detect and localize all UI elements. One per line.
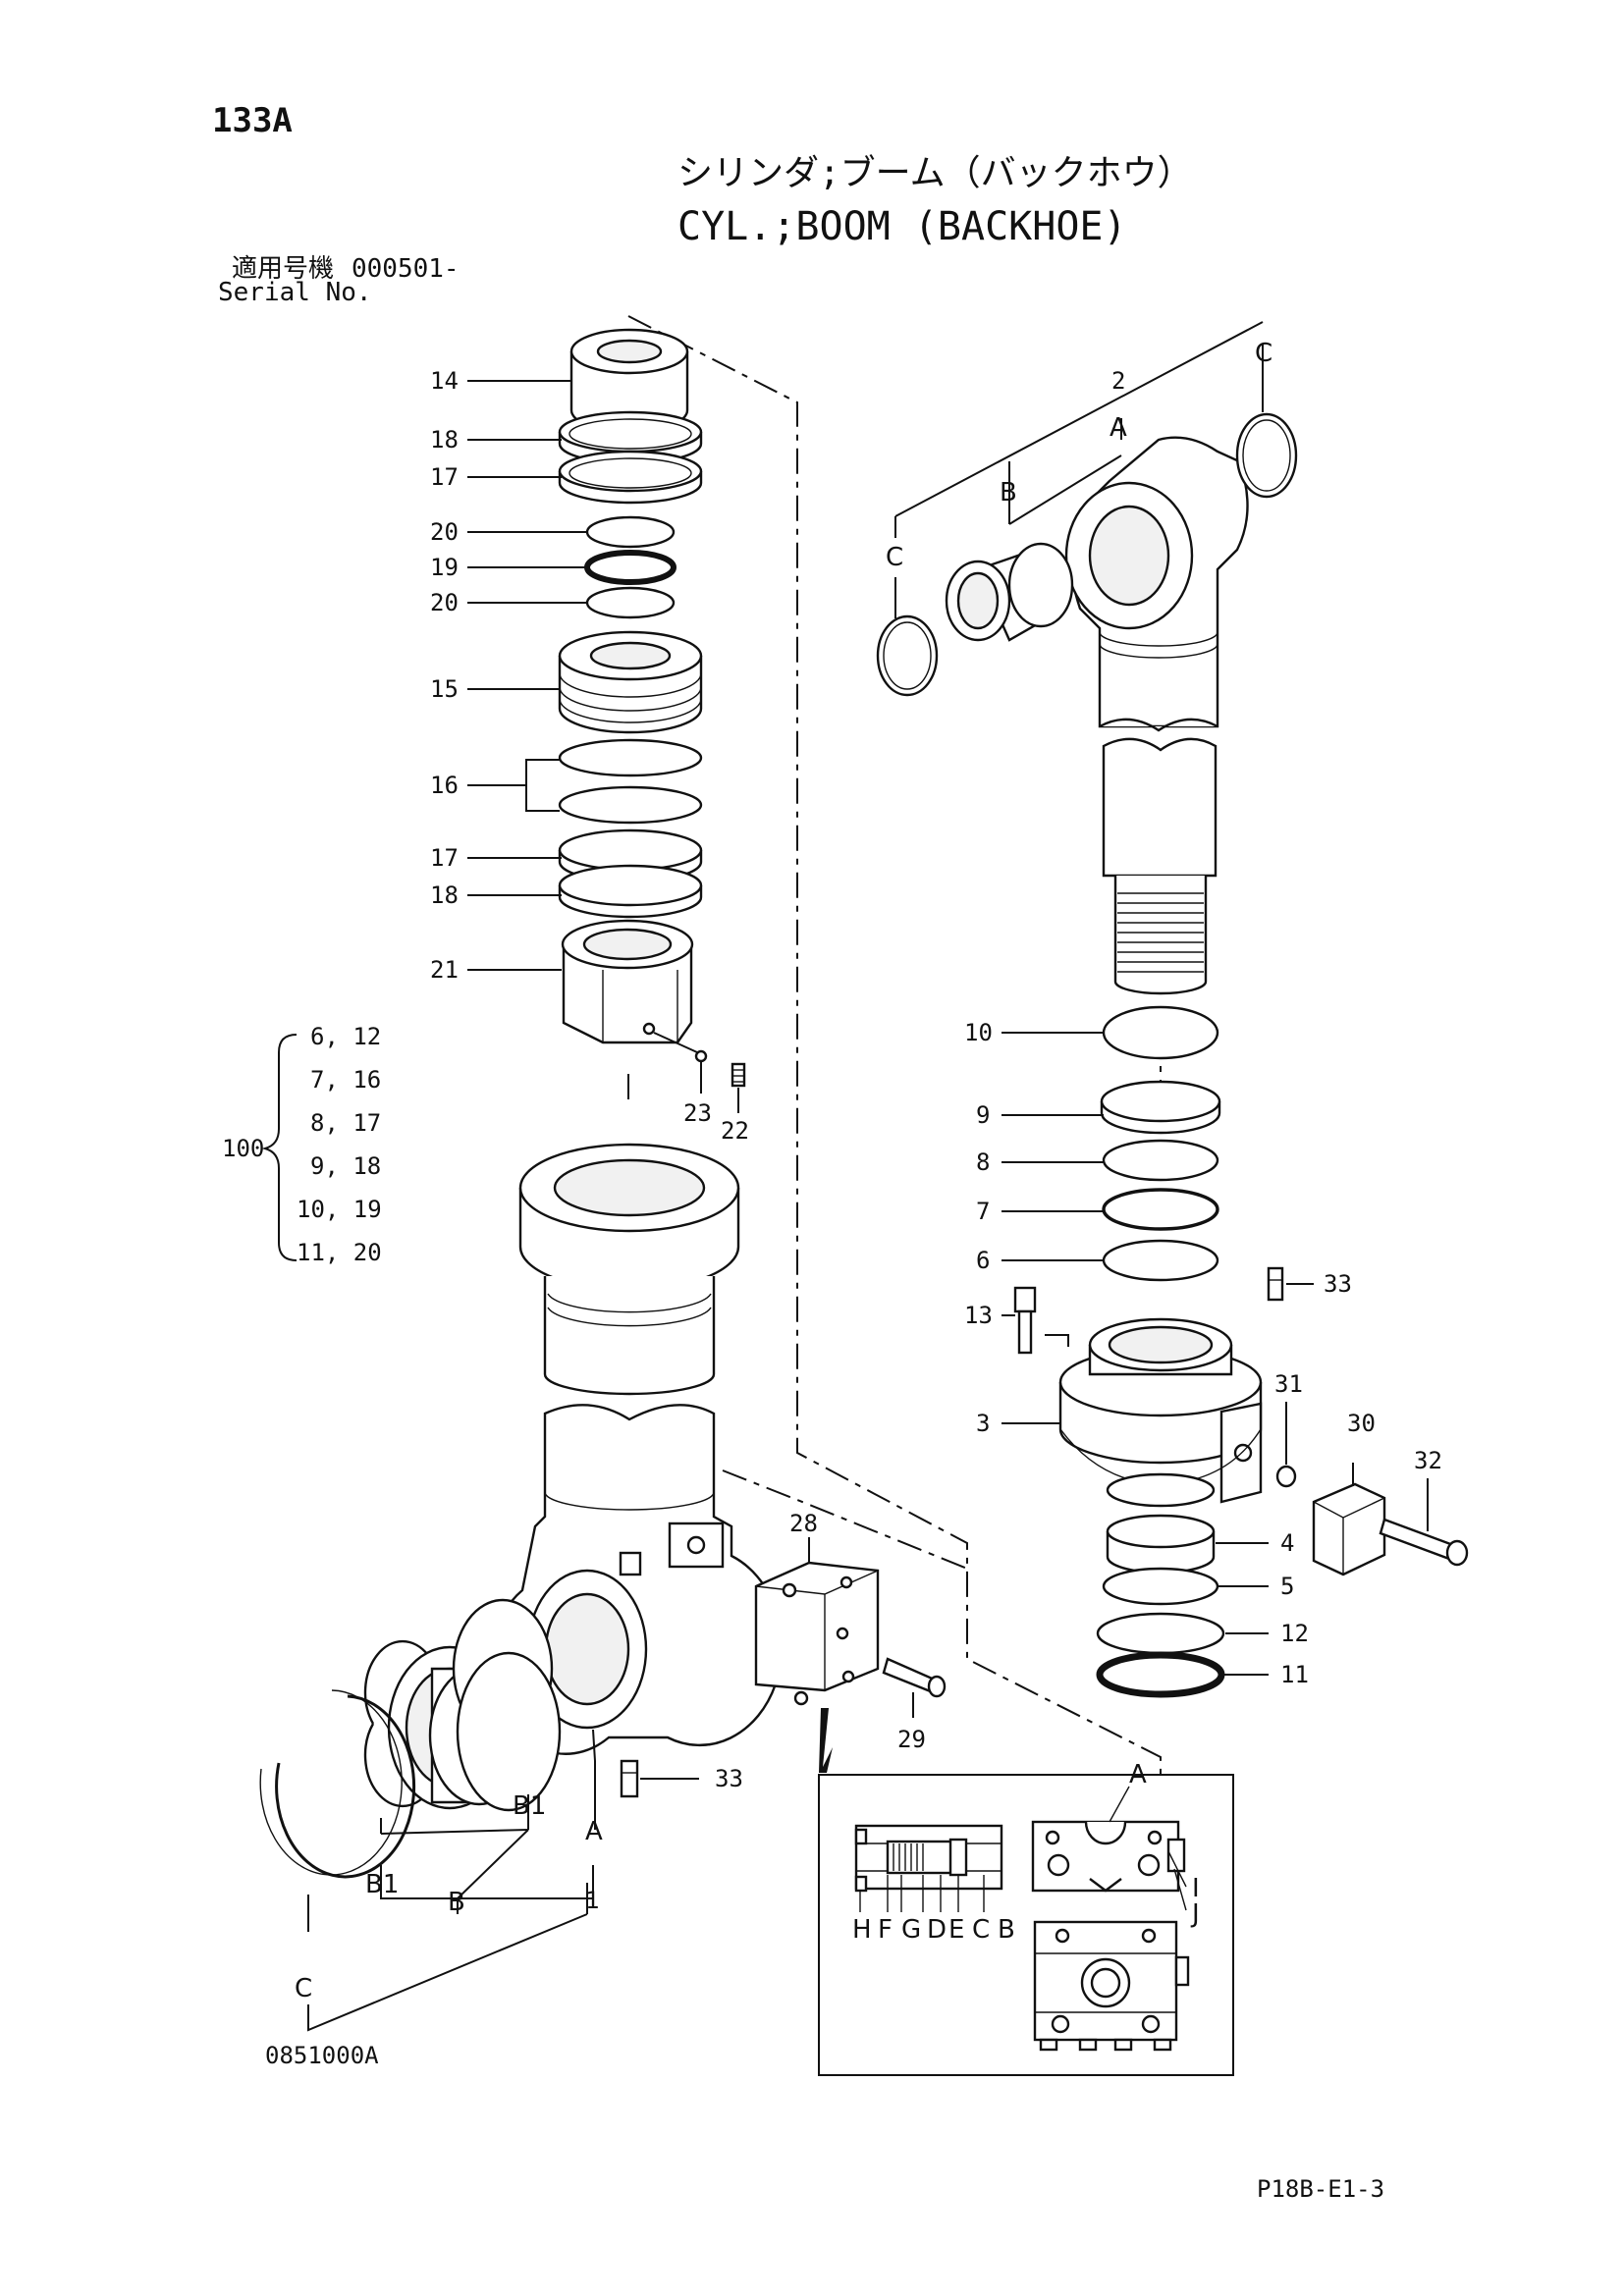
left-callouts: 14 18 17 20 19 20 15 16 17 18 21 23 22 2… xyxy=(295,367,926,2003)
callout-B1-left: B1 xyxy=(365,1870,399,1899)
detail-letter-G: G xyxy=(901,1915,921,1945)
kit-item: 9, 18 xyxy=(310,1152,381,1180)
callout-22: 22 xyxy=(721,1117,749,1145)
part-4-5-12-11-rings xyxy=(1096,1514,1225,1698)
part-16-rings xyxy=(558,738,703,825)
callout-12: 12 xyxy=(1280,1620,1309,1647)
part-3-cylinder-head xyxy=(1058,1317,1263,1508)
callout-28: 28 xyxy=(789,1510,818,1537)
callout-3: 3 xyxy=(976,1410,990,1437)
callout-20b: 20 xyxy=(430,589,459,616)
leader-lines xyxy=(307,321,1429,2032)
callout-9: 9 xyxy=(976,1101,990,1129)
page-code: 133A xyxy=(212,101,293,140)
callout-C-mid: C xyxy=(886,543,903,572)
part-head-flange xyxy=(518,1143,740,1396)
detail-letter-H: H xyxy=(852,1915,872,1945)
part-10-9-8-7-6-seals xyxy=(1100,1005,1221,1282)
part-13-bolt xyxy=(1013,1286,1037,1355)
part-1-cylinder-tube xyxy=(489,1404,784,1755)
callout-B1-right: B1 xyxy=(513,1791,546,1821)
callout-13: 13 xyxy=(964,1302,993,1329)
detail-letter-I: I xyxy=(1192,1874,1200,1903)
serial-value: 000501- xyxy=(352,254,460,284)
part-C-snapring-left xyxy=(259,1689,416,1879)
page-reference: P18B-E1-3 xyxy=(1257,2175,1384,2203)
part-C-B-bushing-right xyxy=(876,412,1298,697)
callout-C-top: C xyxy=(1255,339,1272,368)
callout-23: 23 xyxy=(683,1099,712,1127)
right-callouts: 2 A B C C 10 9 8 7 6 13 33 3 31 30 32 4 … xyxy=(886,339,1442,1688)
kit-brace xyxy=(261,1034,298,1261)
callout-19: 19 xyxy=(430,554,459,581)
kit-item: 11, 20 xyxy=(297,1239,382,1266)
callout-4: 4 xyxy=(1280,1529,1294,1557)
kit-item: 10, 19 xyxy=(297,1196,382,1223)
callout-8: 8 xyxy=(976,1148,990,1176)
callout-14: 14 xyxy=(430,367,459,395)
kit-number: 100 xyxy=(222,1135,264,1162)
kit-item: 7, 16 xyxy=(310,1066,381,1094)
part-B-bushings-left xyxy=(363,1598,562,1812)
callout-30: 30 xyxy=(1347,1410,1376,1437)
callout-5: 5 xyxy=(1280,1573,1294,1600)
detail-letter-J: J xyxy=(1190,1899,1200,1929)
callout-21: 21 xyxy=(430,956,459,984)
callout-7: 7 xyxy=(976,1198,990,1225)
part-33-fitting-right xyxy=(1267,1266,1284,1302)
callout-B-left: B xyxy=(448,1888,465,1917)
serial-label-jp: 適用号機 xyxy=(232,254,334,284)
kit-item: 8, 17 xyxy=(310,1109,381,1137)
callout-A-left: A xyxy=(585,1817,603,1846)
part-28-valve-block xyxy=(754,1561,880,1706)
callout-20a: 20 xyxy=(430,518,459,546)
callout-6: 6 xyxy=(976,1247,990,1274)
callout-32: 32 xyxy=(1414,1447,1442,1474)
part-18-17-rings-top xyxy=(558,410,703,505)
callout-15: 15 xyxy=(430,675,459,703)
part-2-rod-eye xyxy=(1064,436,1249,732)
detail-letter-E: E xyxy=(948,1915,964,1945)
part-33-fitting-left xyxy=(620,1759,639,1798)
callout-16: 16 xyxy=(430,772,459,799)
detail-letter-B: B xyxy=(998,1915,1015,1945)
callout-33-left: 33 xyxy=(715,1765,743,1792)
title-japanese: シリンダ;ブーム（バックホウ） xyxy=(677,153,1193,193)
detail-letter-C: C xyxy=(972,1915,990,1945)
kit-item: 6, 12 xyxy=(310,1023,381,1050)
detail-letter-D: D xyxy=(927,1915,947,1945)
callout-29: 29 xyxy=(897,1726,926,1753)
part-rod xyxy=(1102,737,1218,995)
part-31-30-32 xyxy=(1275,1465,1469,1576)
callout-2: 2 xyxy=(1111,367,1125,395)
part-15-piston xyxy=(558,630,703,734)
callout-1: 1 xyxy=(585,1887,599,1914)
callout-A-right: A xyxy=(1110,413,1127,443)
kit-list: 100 6, 12 7, 16 8, 17 9, 18 10, 19 11, 2… xyxy=(222,1023,382,1266)
callout-B-right: B xyxy=(1000,478,1017,507)
detail-inset: A H F G D E C B I J xyxy=(818,1708,1234,2076)
part-23-22-small xyxy=(694,1049,746,1088)
callout-17b: 17 xyxy=(430,844,459,872)
drawing-number: 0851000A xyxy=(265,2042,379,2069)
part-20-19-rings xyxy=(584,515,677,619)
callout-31: 31 xyxy=(1274,1370,1303,1398)
callout-18a: 18 xyxy=(430,426,459,454)
part-29-bolt xyxy=(882,1657,947,1698)
detail-label-A: A xyxy=(1129,1760,1147,1789)
callout-18b: 18 xyxy=(430,881,459,909)
title-english: CYL.;BOOM (BACKHOE) xyxy=(677,204,1127,249)
callout-C-left: C xyxy=(295,1974,312,2003)
serial-label-en: Serial No. xyxy=(218,278,372,307)
callout-11: 11 xyxy=(1280,1661,1309,1688)
part-17-18-rings-bottom xyxy=(558,828,703,919)
part-21-nut xyxy=(561,919,694,1044)
callout-33-right: 33 xyxy=(1324,1270,1352,1298)
detail-letter-F: F xyxy=(878,1915,893,1945)
callout-17a: 17 xyxy=(430,463,459,491)
callout-10: 10 xyxy=(964,1019,993,1046)
